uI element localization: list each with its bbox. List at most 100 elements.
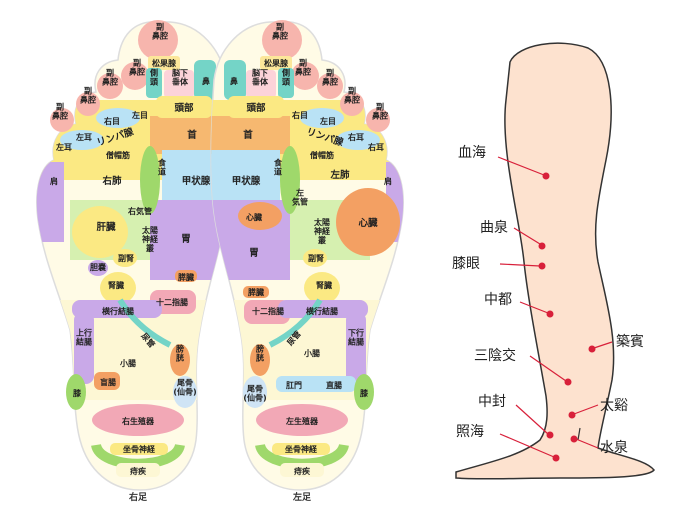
left-foot: 副鼻腔 松果腺 鼻 副鼻腔 副鼻腔 側頭 脳下垂体 頭部 副鼻腔 副鼻腔 右目 …: [210, 20, 404, 503]
lf-label-adrenal: 副腎: [308, 253, 324, 263]
lf-label-neck: 首: [243, 129, 253, 141]
lf-pancreas-shape: [243, 286, 269, 298]
leader-chikuhin: [593, 341, 613, 349]
lf-sciatic-box: [272, 443, 330, 455]
label-taikei: 太谿: [600, 398, 628, 414]
rf-knee-shape: [66, 374, 86, 410]
label-suisen: 水泉: [600, 439, 628, 456]
rf-label-pineal: 松果腺: [152, 58, 177, 68]
lf-label-anus: 肛門: [286, 381, 302, 390]
leg-outline: [455, 42, 655, 480]
lf-label-bladder: 膀胱: [255, 344, 264, 363]
point-taikei: [568, 411, 576, 419]
lf-coccyx-shape: [243, 376, 267, 408]
rf-label-neck: 首: [187, 129, 197, 141]
rf-label-kidney: 腎臓: [108, 280, 124, 290]
lf-sidehead-box: [278, 68, 294, 98]
lf-knee-shape: [354, 374, 374, 410]
rf-shoulder-area: [36, 162, 64, 242]
rf-label-bladder: 膀胱: [175, 344, 184, 363]
lf-head-box: [228, 96, 284, 118]
rf-pituitary-box: [164, 70, 194, 98]
lf-label-descending: 下行結腸: [348, 328, 364, 347]
rf-sciatic-box: [110, 443, 168, 455]
rf-label-sinus-3: 副鼻腔: [102, 69, 118, 87]
lf-label-left-lung: 左肺: [329, 169, 350, 181]
point-suisen: [570, 435, 578, 443]
rf-label-left-eye: 左目: [131, 110, 148, 120]
leader-taikei: [573, 404, 599, 415]
leader-sanninko: [529, 355, 567, 382]
leader-chuto: [519, 301, 549, 314]
lf-label-shoulder: 肩: [384, 176, 392, 186]
rf-head-box: [156, 96, 212, 118]
rf-label-trapezius: 僧帽筋: [106, 150, 130, 160]
rf-cecum-shape: [94, 372, 120, 390]
lf-kidney-shape: [304, 272, 340, 304]
lf-esophagus-shape: [280, 146, 300, 214]
lf-pineal-box: [260, 56, 292, 70]
lf-label-stomach: 胃: [249, 248, 259, 259]
label-chuho: 中封: [478, 394, 506, 410]
point-sanninko: [564, 378, 572, 386]
lf-label-sinus-3: 副鼻腔: [322, 69, 338, 87]
rf-label-esophagus: 食道: [158, 158, 167, 177]
rf-pancreas-shape: [175, 270, 197, 282]
lf-label-genital: 左生殖器: [285, 416, 319, 426]
rf-bladder-shape: [170, 344, 190, 376]
rf-label-sciatic: 坐骨神経: [123, 444, 156, 454]
lf-label-pineal: 松果腺: [264, 58, 289, 68]
leader-kekkai: [497, 156, 545, 176]
right-foot-caption: 右足: [128, 491, 148, 503]
lf-heart-shape: [336, 188, 400, 256]
lf-label-trapezius: 僧帽筋: [310, 150, 334, 160]
lf-label-right-ear: 右耳: [347, 132, 364, 142]
leader-shitsugan: [499, 263, 541, 267]
left-foot-caption: 左足: [292, 491, 312, 503]
rf-label-side-head: 側頭: [149, 68, 159, 87]
rf-label-small-intestine: 小腸: [119, 358, 136, 368]
rf-eye-shape: [96, 108, 140, 128]
lf-eye-shape: [300, 108, 344, 128]
rf-ear-shape: [60, 130, 104, 150]
rf-label-pancreas: 膵臓: [178, 272, 194, 282]
rf-label-left-ear: 左耳: [75, 132, 92, 142]
lf-label-side-head: 側頭: [281, 68, 291, 87]
rf-label-shoulder: 肩: [50, 176, 58, 186]
rf-label-knee: 膝: [73, 388, 82, 398]
rf-label-head: 頭部: [174, 102, 194, 114]
lf-nose-box: [224, 60, 246, 100]
lf-toe-2: [291, 62, 319, 90]
rf-label-transverse: 横行結腸: [102, 306, 134, 316]
label-chuto: 中都: [484, 292, 512, 308]
rf-sidehead-box: [146, 68, 162, 98]
lf-bladder-shape: [250, 344, 270, 376]
lf-neck-area: [211, 116, 290, 154]
rf-label-hemorrhoid: 痔疾: [130, 466, 147, 476]
point-kekkai: [542, 172, 550, 180]
rf-label-gallbladder: 胆嚢: [90, 262, 107, 272]
lf-label-trachea: 左気管: [292, 188, 308, 207]
lf-descending-shape: [346, 312, 366, 384]
lf-heart-small-shape: [238, 202, 282, 230]
lf-toe-3: [317, 73, 343, 99]
lf-label-sciatic: 坐骨神経: [285, 444, 318, 454]
rf-label-sinus-2: 副鼻腔: [129, 59, 145, 77]
rf-coccyx-shape: [173, 376, 197, 408]
rf-toe-4: [76, 92, 100, 116]
label-shitsugan: 膝眼: [452, 256, 480, 272]
point-chuho: [546, 431, 554, 439]
rf-label-adrenal: 副腎: [118, 253, 134, 263]
rf-kidney-shape: [100, 272, 136, 304]
rf-label-coccyx: 尾骨(仙骨): [173, 378, 196, 397]
label-shokai: 照海: [456, 424, 484, 440]
rf-liver-shape: [72, 206, 128, 258]
rf-nose-box: [194, 60, 216, 100]
rf-adrenal-shape: [113, 249, 137, 267]
lf-ear-shape: [336, 130, 380, 150]
leader-shokai: [499, 433, 555, 458]
lf-label-pancreas: 膵臓: [248, 287, 264, 297]
lf-label-sinus-4: 副鼻腔: [344, 87, 360, 105]
rf-genital-shape: [92, 404, 184, 436]
rf-ascending-shape: [74, 312, 94, 384]
